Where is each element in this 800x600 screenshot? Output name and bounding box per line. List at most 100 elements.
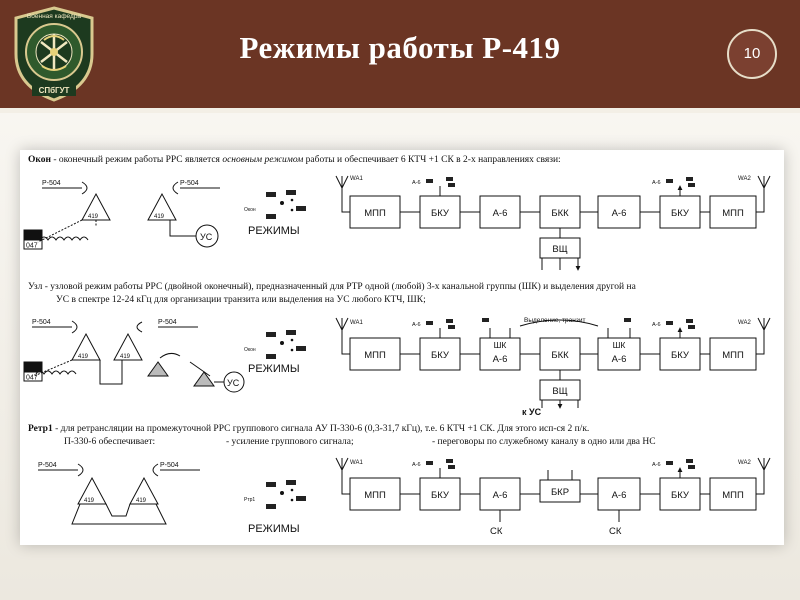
uzl-shk-switch-left (482, 318, 489, 322)
svg-text:МПП: МПП (722, 490, 744, 501)
diagram-panel (20, 150, 784, 545)
svg-text:А-6: А-6 (652, 462, 661, 468)
uzl-shk-right-label: ШК (613, 340, 626, 350)
svg-text:БКУ: БКУ (671, 208, 690, 219)
okon-mast-left: 419 (88, 214, 99, 220)
uzl-mast-right: 419 (120, 354, 131, 360)
retr-mast-right: 419 (136, 498, 147, 504)
uzl-a6-mark-left: А-6 (412, 319, 455, 329)
uzl-us-label: УС (227, 378, 240, 388)
retr-block-bkr: БКР (539, 479, 581, 503)
okon-mast-right: 419 (154, 214, 165, 220)
uzl-antenna-wa2-label: WA2 (738, 320, 751, 326)
okon-cable-tag: 047 (26, 243, 38, 250)
operating-modes-diagram: Окон - оконечный режим работы РРС являет… (23, 154, 771, 537)
svg-text:МПП: МПП (364, 490, 386, 501)
okon-a6-mark-right: А-6 (652, 177, 695, 187)
uzl-block-mpp-right: МПП (709, 337, 757, 371)
okon-block-chain: WA1 WA2 (335, 175, 771, 270)
uzl-block-bkk: БКК (539, 337, 581, 371)
logo-subtext: СПбГУТ (39, 86, 70, 95)
uzl-p504-left-label: Р-504 (32, 319, 51, 326)
svg-text:А-6: А-6 (412, 322, 421, 328)
uzl-cable-tag: 047 (26, 375, 38, 382)
uzl-station-sketch: Р-504 419 047 Р-504 419 УС (23, 319, 245, 393)
retr-block-bku-left: БКУ (419, 477, 461, 511)
okon-station-sketch: Р-504 419 047 Р-504 419 УС (23, 180, 220, 250)
retr-block-mpp-left: МПП (349, 477, 401, 511)
logo-ring-text: Военная кафедра (27, 13, 82, 20)
okon-block-a6-right: А-6 (597, 195, 641, 229)
svg-text:БКУ: БКУ (671, 350, 690, 361)
retr-mast-left: 419 (84, 498, 95, 504)
uzl-a6-mark-right: А-6 (652, 319, 695, 329)
okon-antenna-wa1-label: WA1 (350, 176, 363, 182)
uzl-mode-small: Окон (244, 347, 256, 353)
uzl-block-vshch: ВЩ (539, 379, 581, 401)
uzl-shk-left-label: ШК (494, 340, 507, 350)
svg-text:БКР: БКР (551, 487, 569, 498)
svg-text:БКУ: БКУ (431, 208, 450, 219)
svg-text:А-6: А-6 (493, 208, 508, 219)
svg-text:БКК: БКК (551, 350, 569, 361)
svg-text:А-6: А-6 (652, 180, 661, 186)
retr-block-a6-left: А-6 (479, 477, 521, 511)
okon-p504-left-label: Р-504 (42, 180, 61, 187)
section-okon: Окон - оконечный режим работы РРС являет… (23, 154, 771, 270)
retr-station-sketch: Р-504 419 Р-504 419 (38, 462, 200, 525)
svg-text:А-6: А-6 (612, 354, 627, 365)
retr-a6-mark-left: А-6 (412, 459, 455, 469)
okon-mode-switch-icon: Окон РЕЖИМЫ (244, 190, 306, 237)
okon-block-mpp-left: МПП (349, 195, 401, 229)
retr-description-item2: - переговоры по служебному каналу в одно… (432, 436, 656, 447)
okon-us-label: УС (200, 232, 213, 242)
retr-description-line2: П-330-6 обеспечивает: (64, 436, 155, 447)
svg-text:А-6: А-6 (612, 490, 627, 501)
uzl-transit-note: Выделение, транзит (524, 317, 585, 324)
uzl-antenna-wa1-label: WA1 (350, 320, 363, 326)
retr-sk-left-label: СК (490, 526, 503, 537)
uzl-shk-switch-right (624, 318, 631, 322)
svg-text:МПП: МПП (364, 208, 386, 219)
uzl-mode-caption: РЕЖИМЫ (248, 363, 300, 375)
uzl-to-us-label: к УС (522, 407, 542, 417)
svg-text:МПП: МПП (722, 350, 744, 361)
svg-text:А-6: А-6 (612, 208, 627, 219)
uzl-block-a6-right: ШК А-6 (597, 337, 641, 371)
svg-text:БКК: БКК (551, 208, 569, 219)
uzl-mast-left: 419 (78, 354, 89, 360)
okon-p504-right-label: Р-504 (180, 180, 199, 187)
okon-description: Окон - оконечный режим работы РРС являет… (28, 154, 561, 165)
retr-mode-small: Ртр1 (244, 497, 255, 503)
okon-block-a6-left: А-6 (479, 195, 521, 229)
svg-text:А-6: А-6 (412, 180, 421, 186)
title-bar: Военная кафедра СПбГУТ Режимы работы Р-4… (0, 0, 800, 113)
retr-sk-right-label: СК (609, 526, 622, 537)
svg-text:МПП: МПП (722, 208, 744, 219)
retr-block-mpp-right: МПП (709, 477, 757, 511)
slide-title: Режимы работы Р-419 (239, 30, 561, 65)
okon-block-vshch: ВЩ (539, 237, 581, 259)
okon-a6-mark-left: А-6 (412, 177, 455, 187)
retr-block-chain: WA1 WA2 (335, 457, 771, 522)
uzl-block-chain: WA1 WA2 (335, 317, 771, 408)
okon-block-mpp-right: МПП (709, 195, 757, 229)
uzl-block-bku-right: БКУ (659, 337, 701, 371)
retr-block-bku-right: БКУ (659, 477, 701, 511)
retr-description-item1: - усиление группового сигнала; (226, 437, 354, 447)
okon-block-bkk: БКК (539, 195, 581, 229)
uzl-description-line2: УС в спектре 12-24 кГц для организации т… (56, 294, 426, 305)
page-number: 10 (727, 29, 777, 79)
uzl-p504-right-label: Р-504 (158, 319, 177, 326)
okon-mode-caption: РЕЖИМЫ (248, 225, 300, 237)
okon-antenna-wa2-label: WA2 (738, 176, 751, 182)
retr-mode-switch-icon: Ртр1 РЕЖИМЫ (244, 480, 306, 535)
section-retr: Ретр1 - для ретрансляции на промежуточно… (28, 423, 771, 537)
retr-description-line1: Ретр1 - для ретрансляции на промежуточно… (28, 423, 589, 434)
svg-text:А-6: А-6 (652, 322, 661, 328)
military-department-logo: Военная кафедра СПбГУТ (14, 6, 94, 102)
retr-a6-mark-right: А-6 (652, 459, 695, 469)
retr-antenna-wa1-label: WA1 (350, 460, 363, 466)
svg-text:ВЩ: ВЩ (552, 244, 567, 255)
retr-antenna-wa2-label: WA2 (738, 460, 751, 466)
